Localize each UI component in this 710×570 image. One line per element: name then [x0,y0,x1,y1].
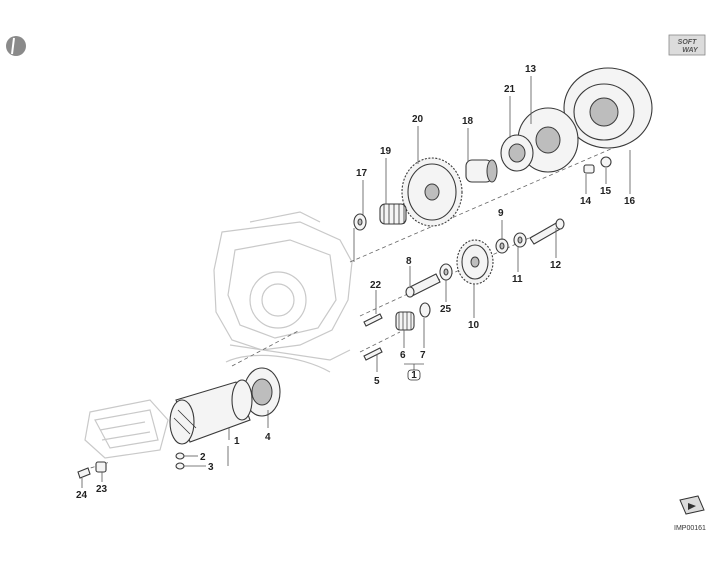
callout-13: 13 [525,64,537,75]
part-6-pinion [395,311,415,331]
part-9-washer [495,238,509,254]
callout-3: 3 [208,462,214,473]
part-1-starter-motor [169,379,253,445]
callout-9: 9 [498,208,504,219]
callout-2: 2 [200,452,206,463]
part-21-freewheel [500,134,534,172]
corner-badge [6,36,26,56]
image-reference-code: IMP00161 [674,525,706,532]
part-15-washer [600,156,612,168]
callout-25: 25 [440,304,452,315]
callout-24: 24 [76,490,88,501]
part-3-washer [175,462,185,470]
part-14-pin [583,164,595,174]
callout-14: 14 [580,196,592,207]
callout-5: 5 [374,376,380,387]
part-19-spring [379,203,407,225]
part-24-screw [77,467,91,479]
part-10-gear [456,239,494,285]
part-20-gear [401,157,463,227]
callout-7: 7 [420,350,426,361]
part-16-ring-gear [563,67,653,149]
callout-11: 11 [512,274,523,285]
part-17-washer [353,213,367,231]
part-8-shaft [405,273,441,298]
callout-10: 10 [468,320,480,331]
callout-4: 4 [265,432,271,443]
callout-15: 15 [600,186,612,197]
callout-22: 22 [370,280,382,291]
callout-16: 16 [624,196,636,207]
callout-20: 20 [412,114,424,125]
part-11-washer [513,232,527,248]
callout-17: 17 [356,168,368,179]
part-12-bolt [529,218,565,245]
leader-lines [81,76,631,488]
part-22-screw [363,313,383,327]
callout-labels: 1 2 3 4 5 6 7 8 9 10 11 12 13 14 15 16 1… [76,64,636,501]
part-5-screw [363,347,383,361]
group-bracket-6-7: 1 [404,363,424,381]
callout-21: 21 [504,84,516,95]
part-25-washer [439,263,453,281]
group-badge-label: 1 [411,370,417,381]
part-2-nut [175,452,185,460]
part-23-sleeve [95,461,107,473]
callout-1: 1 [234,436,240,447]
softway-logo: SOFT WAY [668,34,706,56]
callout-23: 23 [96,484,108,495]
page-forward-icon[interactable] [679,495,705,515]
callout-18: 18 [462,116,474,127]
part-4-gasket [243,367,281,417]
assembly-axis-lines [83,144,621,471]
callout-8: 8 [406,256,412,267]
logo-line-1: SOFT [678,39,697,46]
part-18-bushing [465,159,498,183]
part-7-washer [419,302,431,318]
logo-line-2: WAY [682,47,699,54]
callout-19: 19 [380,146,392,157]
callout-6: 6 [400,350,406,361]
callout-12: 12 [550,260,562,271]
engine-housing-ghost [84,211,353,459]
